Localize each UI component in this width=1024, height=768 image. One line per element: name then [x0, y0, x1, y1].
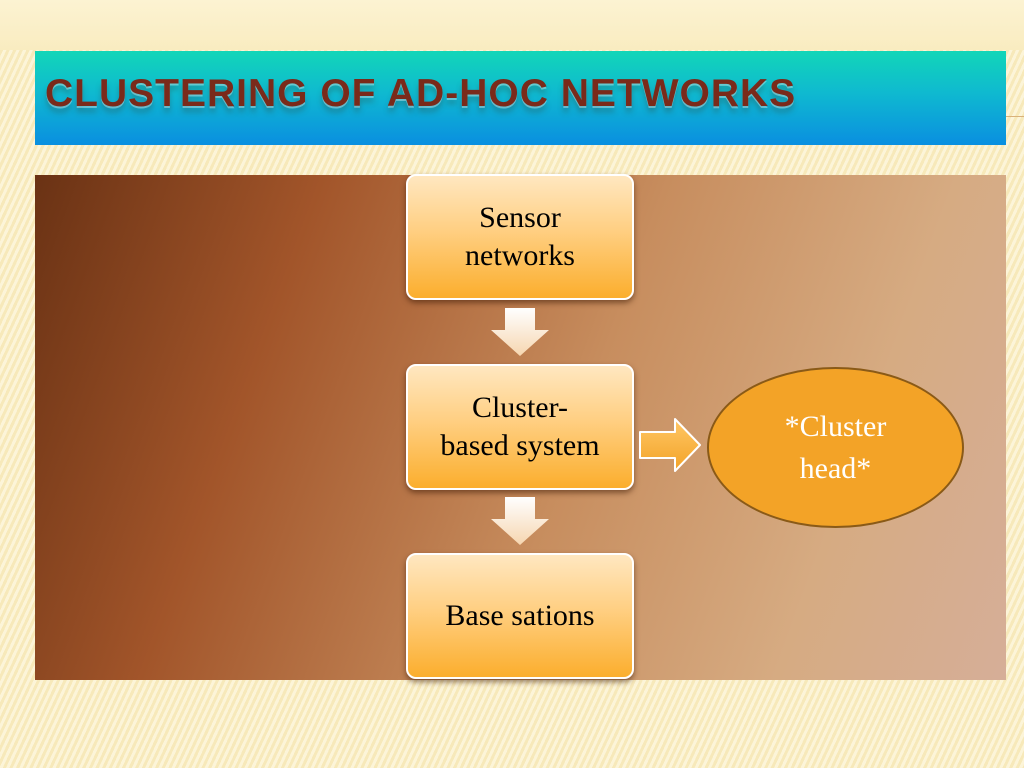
arrow-down-icon: [491, 308, 549, 356]
top-band: [0, 0, 1024, 50]
title-accent-line: [1006, 116, 1024, 117]
slide-title: Clustering of Ad-hoc networks: [45, 72, 797, 115]
arrow-down-icon: [491, 497, 549, 545]
ellipse-label-line: head*: [799, 451, 872, 485]
node-label-line: Cluster-: [471, 391, 569, 424]
node-cluster-head: *Cluster head*: [707, 367, 964, 528]
node-cluster-based-system: Cluster- based system: [406, 364, 634, 490]
node-base-sations: Base sations: [406, 553, 634, 679]
node-label-line: Base sations: [445, 599, 595, 632]
node-label-line: based system: [440, 429, 600, 462]
ellipse-label-line: *Cluster: [784, 409, 887, 443]
node-label-line: networks: [465, 239, 575, 272]
node-label-line: Sensor: [479, 201, 561, 234]
arrow-right-icon: [639, 418, 701, 472]
node-sensor-networks: Sensor networks: [406, 174, 634, 300]
title-bar: [35, 51, 1006, 145]
